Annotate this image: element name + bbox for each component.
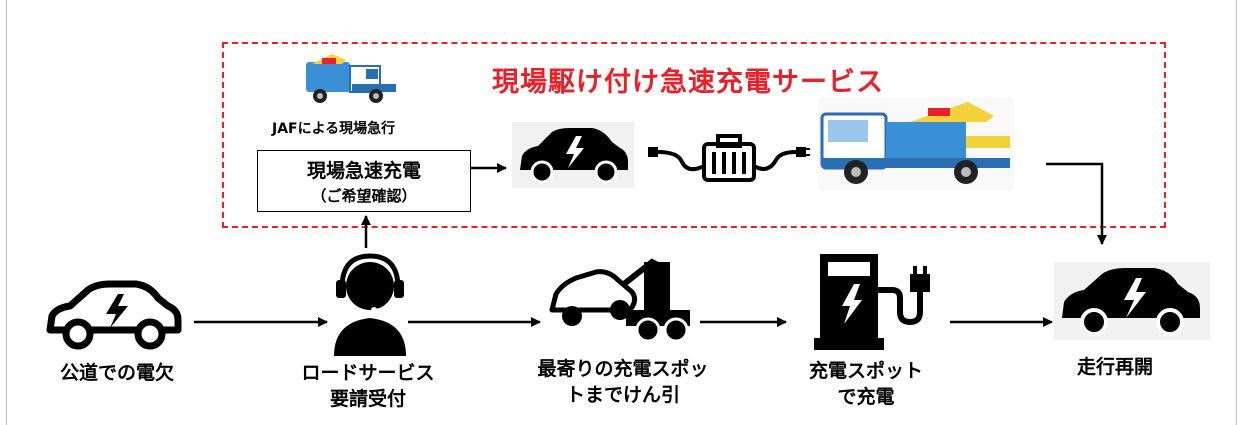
ev-car-solid-icon xyxy=(1054,262,1210,340)
step-label-charging: 充電スポット で充電 xyxy=(776,358,956,410)
step-label-resume: 走行再開 xyxy=(1040,354,1190,380)
charging-station-icon xyxy=(814,254,930,350)
step-label-roadservice: ロードサービス 要請受付 xyxy=(270,360,466,412)
onsite-service-title: 現場駆け付け急速充電サービス xyxy=(492,67,884,98)
onsite-quick-charge-box: 現場急速充電 （ご希望確認） xyxy=(257,150,471,212)
ev-car-charging-icon xyxy=(512,122,634,188)
portable-charger-icon xyxy=(648,134,810,182)
ev-car-outline-icon xyxy=(46,280,182,350)
step-label-line1: 公道での電欠 xyxy=(59,362,174,384)
frame-border-right xyxy=(1236,0,1237,425)
step-label-line2: トまでけん引 xyxy=(565,384,680,406)
step-label-line2: で充電 xyxy=(837,386,895,408)
step-label-line1: 走行再開 xyxy=(1076,356,1153,378)
jaf-service-truck-icon xyxy=(818,98,1014,190)
onsite-service-region xyxy=(222,42,1166,228)
arrow-truck-to-resume xyxy=(1046,162,1107,245)
step-label-tow: 最寄りの充電スポッ トまでけん引 xyxy=(508,356,738,408)
jaf-dispatch-caption: JAFによる現場急行 xyxy=(272,121,396,137)
quick-charge-note: （ご希望確認） xyxy=(311,187,417,205)
quick-charge-label: 現場急速充電 xyxy=(306,160,421,182)
jaf-truck-icon xyxy=(306,54,396,103)
step-label-line1: 充電スポット xyxy=(808,360,923,382)
step-label-breakdown: 公道での電欠 xyxy=(22,360,212,386)
step-label-line2: 要請受付 xyxy=(329,388,406,410)
tow-truck-icon xyxy=(549,258,690,343)
frame-border-left xyxy=(6,0,7,425)
step-label-line1: ロードサービス xyxy=(301,362,435,384)
headset-operator-icon xyxy=(334,253,406,356)
step-label-line1: 最寄りの充電スポッ xyxy=(537,358,709,380)
